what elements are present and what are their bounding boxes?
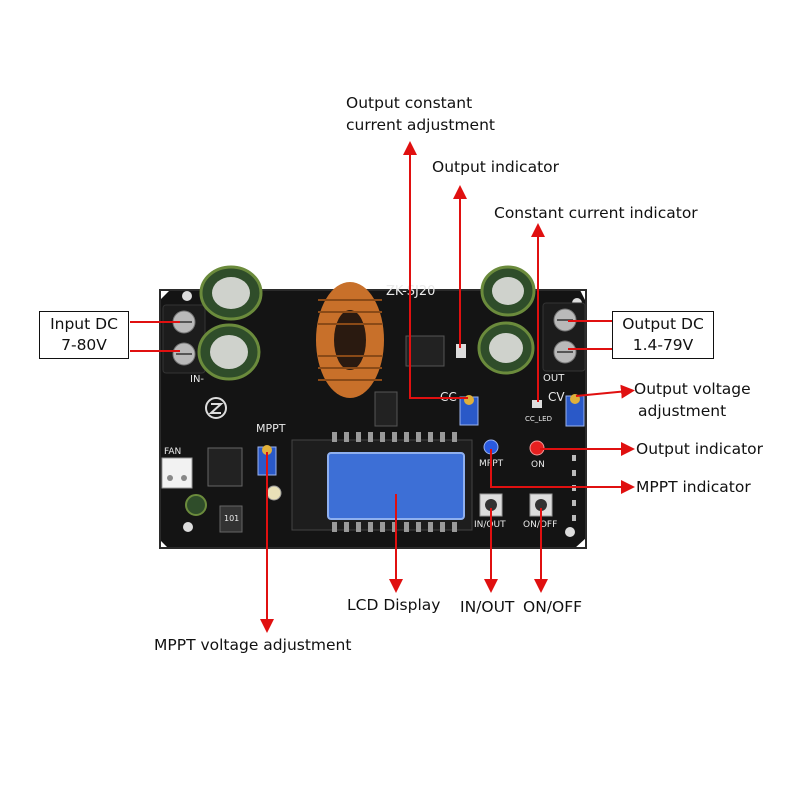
callout-input-dc-line2: 7-80V <box>61 336 107 354</box>
arrow-output-voltage-adjust <box>575 384 635 399</box>
silk-mppt-top: MPPT <box>256 422 286 435</box>
callout-mppt-voltage-adjust: MPPT voltage adjustment <box>154 636 352 654</box>
mount-hole <box>183 522 193 532</box>
inductor-small <box>219 505 243 533</box>
cc-led <box>532 400 542 408</box>
silk-cv: CV <box>548 390 565 404</box>
callout-lcd-display: LCD Display <box>347 596 441 614</box>
fan-connector <box>161 457 193 489</box>
silk-out: OUT <box>543 373 565 384</box>
callout-output-voltage-adjust-line2: adjustment <box>638 402 727 420</box>
silk-fan: FAN <box>164 447 182 457</box>
callout-mppt-indicator: MPPT indicator <box>636 478 751 496</box>
silk-cc-led: CC_LED <box>525 415 552 423</box>
callout-output-indicator-right: Output indicator <box>636 440 763 458</box>
mount-hole <box>182 291 192 301</box>
callout-output-dc-line2: 1.4-79V <box>632 336 694 354</box>
callout-output-cc-adjust-line2: current adjustment <box>346 116 495 134</box>
silk-on: ON <box>531 460 545 470</box>
callout-in-out: IN/OUT <box>460 598 515 616</box>
callout-output-cc-adjust-line1: Output constant <box>346 94 473 112</box>
silk-in: IN- <box>190 374 205 385</box>
brand-logo <box>205 397 227 419</box>
chip <box>207 447 243 487</box>
arrow-output-cc-adjust <box>403 141 468 399</box>
output-led-small <box>456 344 466 358</box>
pcb-edge-highlight <box>159 289 587 549</box>
callout-output-dc-line1: Output DC <box>622 315 704 333</box>
arrow-mppt-indicator <box>490 449 635 494</box>
silk-101: 101 <box>224 514 240 523</box>
chip <box>374 391 398 427</box>
callout-output-voltage-adjust-line1: Output voltage <box>634 380 751 398</box>
lcd-screen <box>328 453 464 519</box>
callout-input-dc-line1: Input DC <box>50 315 118 333</box>
mosfet <box>405 335 445 367</box>
callout-on-off: ON/OFF <box>523 598 583 616</box>
silk-in-out: IN/OUT <box>474 520 506 530</box>
callout-output-dc-box: Output DC 1.4-79V <box>612 311 714 359</box>
callout-input-dc-box: Input DC 7-80V <box>39 311 129 359</box>
mount-hole <box>565 527 575 537</box>
capacitor-small <box>185 494 207 516</box>
callout-cc-indicator: Constant current indicator <box>494 204 698 222</box>
callout-output-indicator-top: Output indicator <box>432 158 559 176</box>
